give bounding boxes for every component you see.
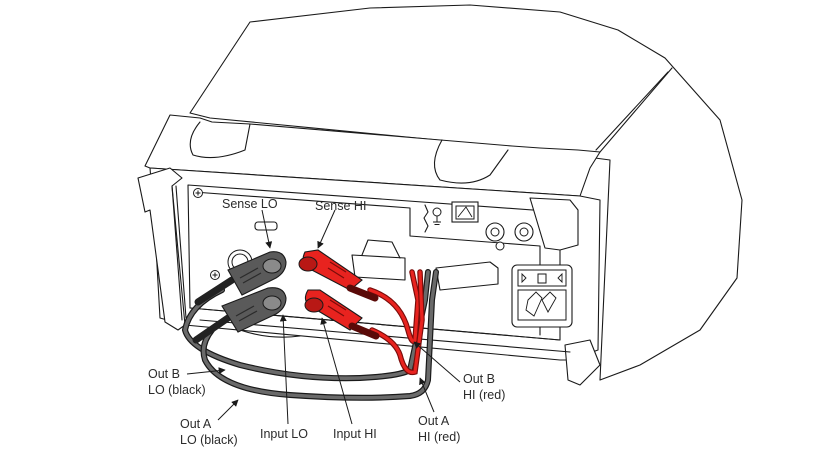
label-sense-hi: Sense HI [315, 199, 366, 213]
terminal-block-top [361, 239, 401, 259]
label-out-a-lo-2: LO (black) [180, 433, 238, 447]
right-handle [529, 197, 579, 251]
input-hi-leader [320, 317, 353, 425]
input-hi-plug [304, 289, 380, 340]
cover-seam-2 [595, 71, 669, 151]
bnc-connector-icon [485, 222, 505, 251]
ground-icon [432, 207, 442, 225]
bezel-notch-left [189, 121, 251, 159]
red-test-leads [298, 249, 425, 376]
bezel-notch-right [433, 139, 509, 184]
sense-lo-plug [194, 251, 287, 306]
bnc-connector-icon [514, 222, 534, 242]
sense-hi-leader [317, 209, 336, 249]
black-test-leads [181, 251, 439, 401]
label-out-a-hi-1: Out A [418, 414, 450, 428]
label-out-b-lo-1: Out B [148, 367, 180, 381]
bottom-foot [239, 329, 301, 338]
cover-seam [599, 67, 673, 153]
instrument-housing [137, 4, 743, 386]
power-inlet-icon [511, 264, 573, 328]
out-a-hi-leader [419, 377, 435, 413]
label-sense-lo: Sense LO [222, 197, 278, 211]
left-handle-line [171, 185, 183, 321]
label-out-a-lo-1: Out A [180, 417, 212, 431]
sense-lo-leader [261, 209, 273, 249]
sense-hi-plug [298, 249, 379, 302]
label-out-b-hi-2: HI (red) [463, 388, 505, 402]
label-out-a-hi-2: HI (red) [418, 430, 460, 444]
terminal-block [351, 254, 406, 281]
right-foot [564, 339, 601, 386]
out-b-hi-leader [413, 341, 461, 383]
label-out-b-hi-1: Out B [463, 372, 495, 386]
left-handle-line-2 [175, 185, 187, 319]
input-lo-leader [279, 314, 289, 425]
lan-port-icon [451, 201, 479, 223]
leader-lines [186, 209, 461, 425]
input-lo-plug [192, 287, 287, 344]
label-input-hi: Input HI [333, 427, 377, 441]
screw-icon [193, 188, 203, 198]
screw-icon [210, 270, 220, 280]
out-a-lo-leader [217, 399, 239, 421]
terminal-block-plug [435, 261, 499, 291]
label-out-b-lo-2: LO (black) [148, 383, 206, 397]
label-input-lo: Input LO [260, 427, 308, 441]
panel-edge-zigzag [423, 204, 429, 233]
out-b-lo-leader [186, 367, 226, 375]
